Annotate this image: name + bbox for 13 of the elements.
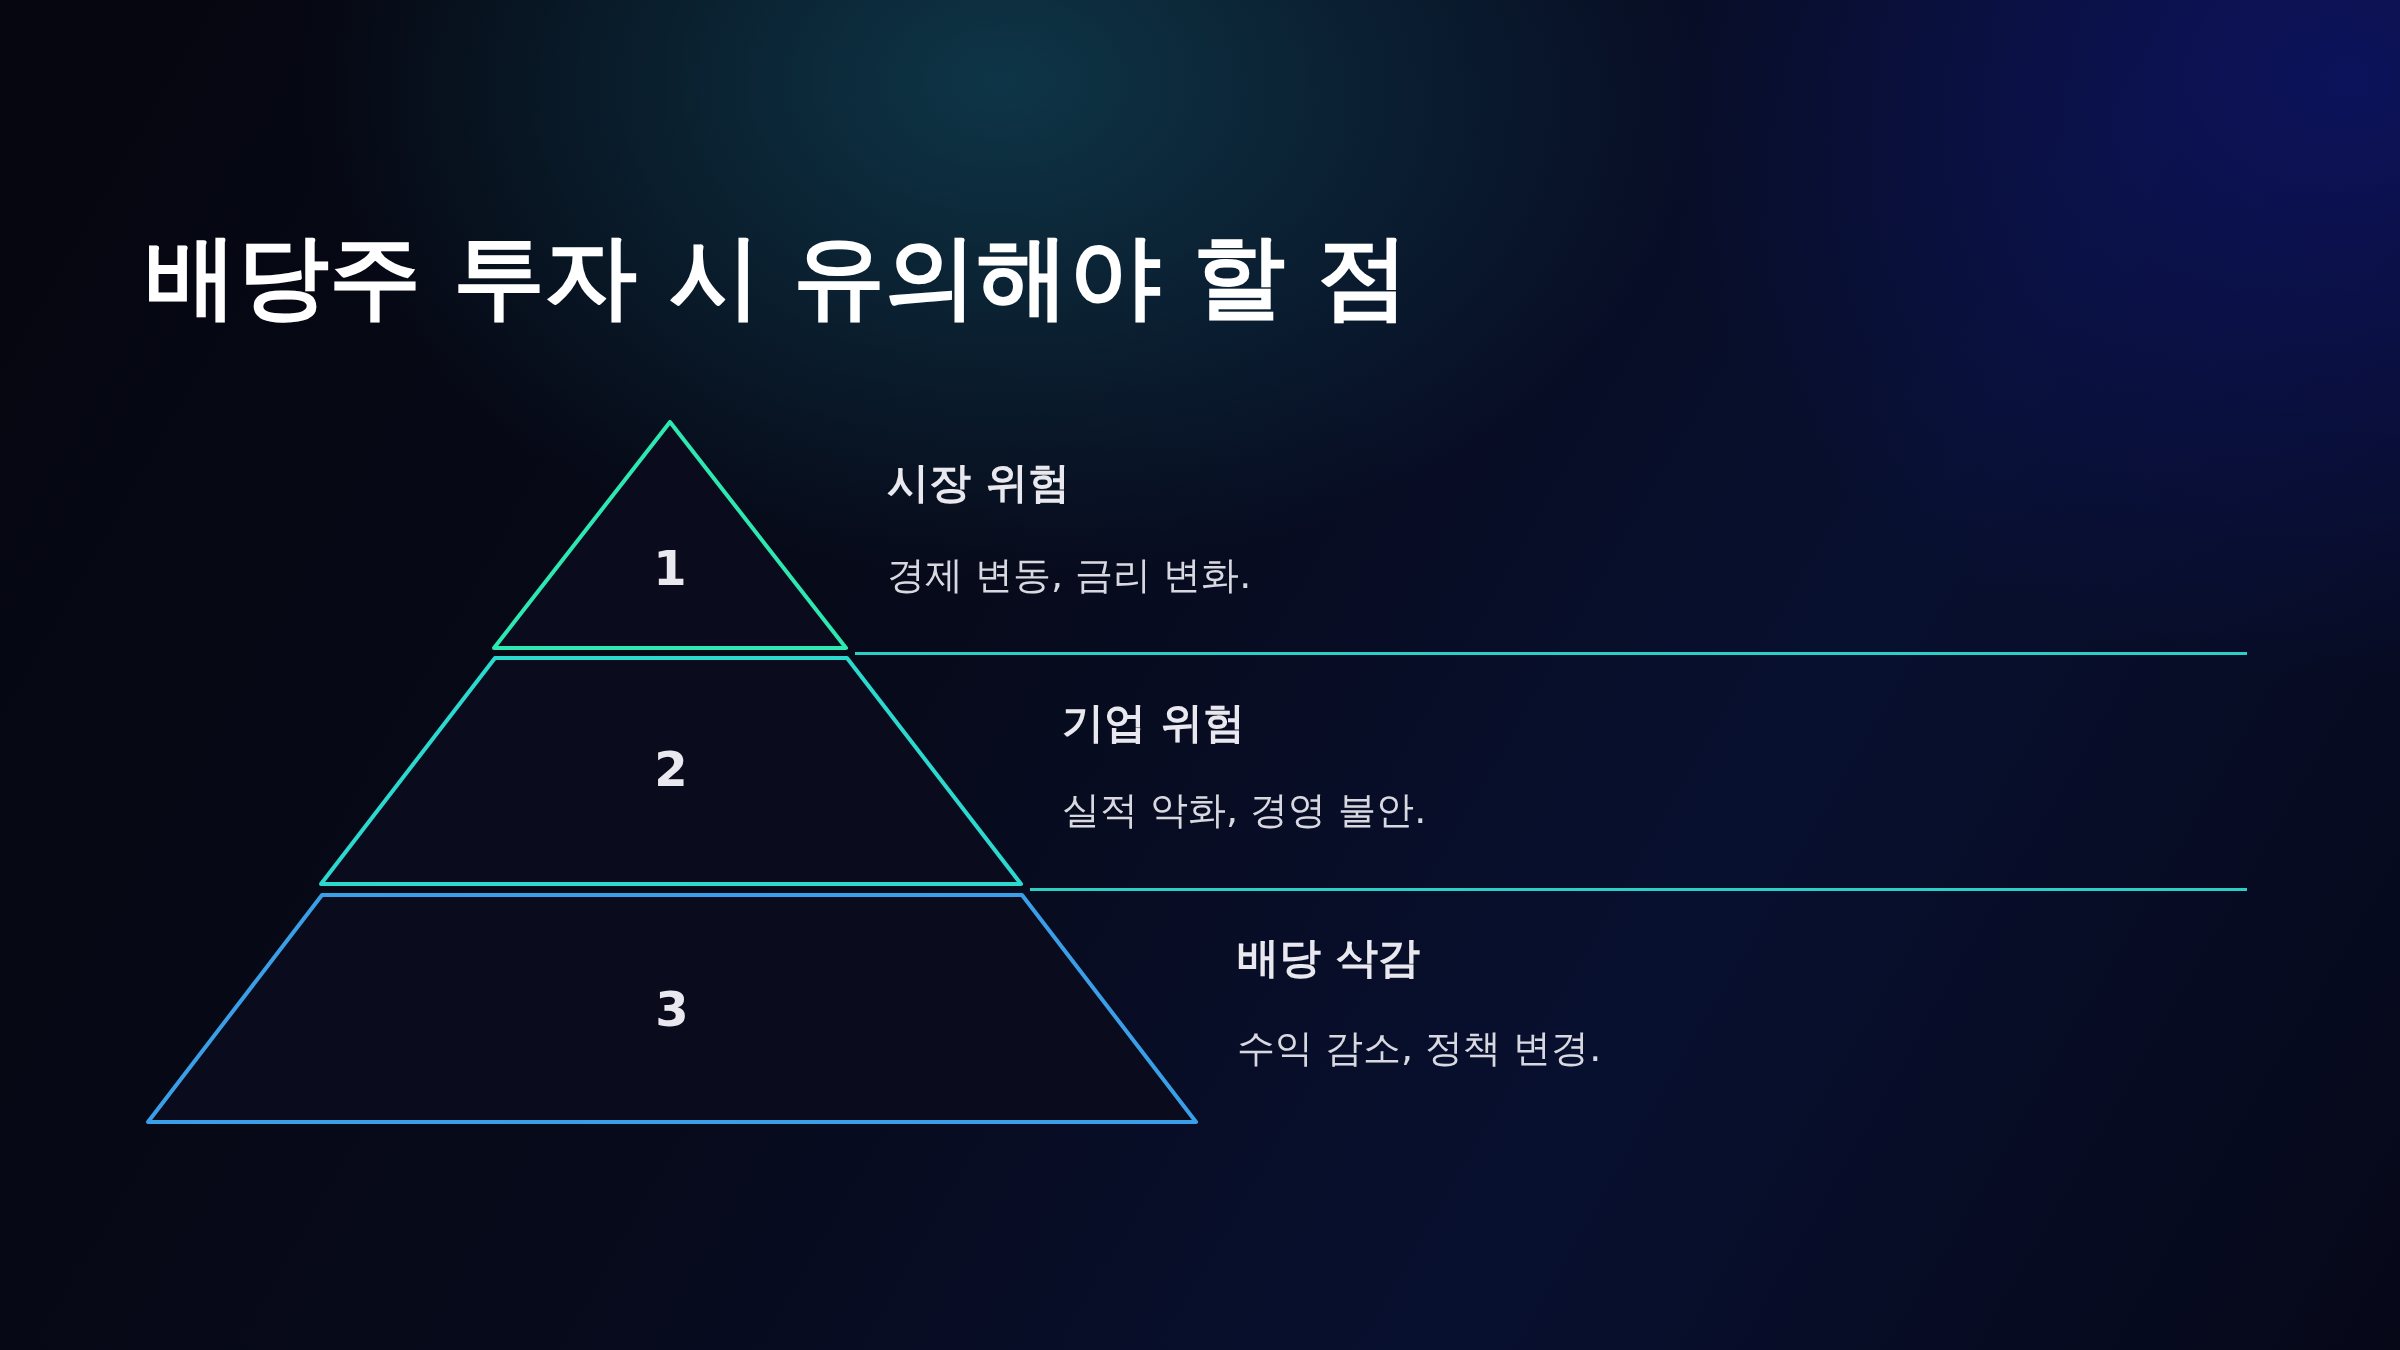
tier-description: 수익 감소, 정책 변경.: [1237, 1025, 1602, 1072]
pyramid-tier: [146, 893, 1198, 1124]
pyramid-tier: [319, 656, 1023, 886]
pyramid-tier: [492, 420, 848, 650]
tier-heading: 배당 삭감: [1237, 932, 1420, 984]
tier-number: 1: [653, 540, 687, 596]
tier-number: 3: [655, 981, 689, 1037]
tier-heading: 시장 위험: [887, 457, 1070, 509]
tier-number: 2: [654, 741, 688, 797]
title: 배당주 투자 시 유의해야 할 점: [145, 222, 1410, 332]
tier-description: 실적 악화, 경영 불안.: [1062, 787, 1427, 834]
tier-heading: 기업 위험: [1062, 697, 1245, 749]
tier-description: 경제 변동, 금리 변화.: [887, 552, 1252, 599]
